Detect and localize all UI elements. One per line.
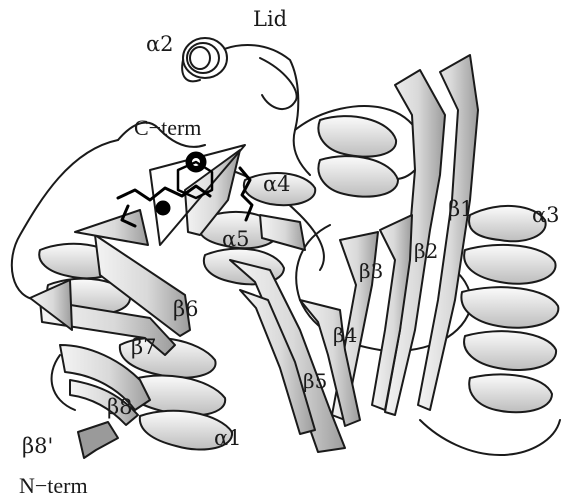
helix-alpha2 xyxy=(182,38,227,81)
label-beta8: β8 xyxy=(107,397,133,418)
coil-bottom-right xyxy=(420,420,560,455)
label-beta7: β7 xyxy=(131,337,157,358)
coil-lid-loop xyxy=(260,58,297,109)
label-beta5: β5 xyxy=(303,371,327,391)
helix-right-center xyxy=(318,116,398,197)
helix-alpha3 xyxy=(461,206,558,412)
label-alpha3: α3 xyxy=(532,205,560,226)
label-beta8-prime: β8' xyxy=(22,436,53,457)
label-beta6: β6 xyxy=(173,299,199,320)
label-n-term: N−term xyxy=(19,475,88,497)
label-alpha5: α5 xyxy=(222,229,250,250)
label-beta1: β1 xyxy=(448,199,474,220)
label-alpha2: α2 xyxy=(146,34,174,55)
strand-beta8-prime xyxy=(78,422,118,458)
label-beta3: β3 xyxy=(359,261,383,281)
label-lid: Lid xyxy=(253,9,287,30)
label-alpha4: α4 xyxy=(263,174,291,195)
label-c-term: C−term xyxy=(134,117,201,139)
label-beta2: β2 xyxy=(414,241,438,261)
label-beta4: β4 xyxy=(333,325,357,345)
label-alpha1: α1 xyxy=(214,428,242,449)
